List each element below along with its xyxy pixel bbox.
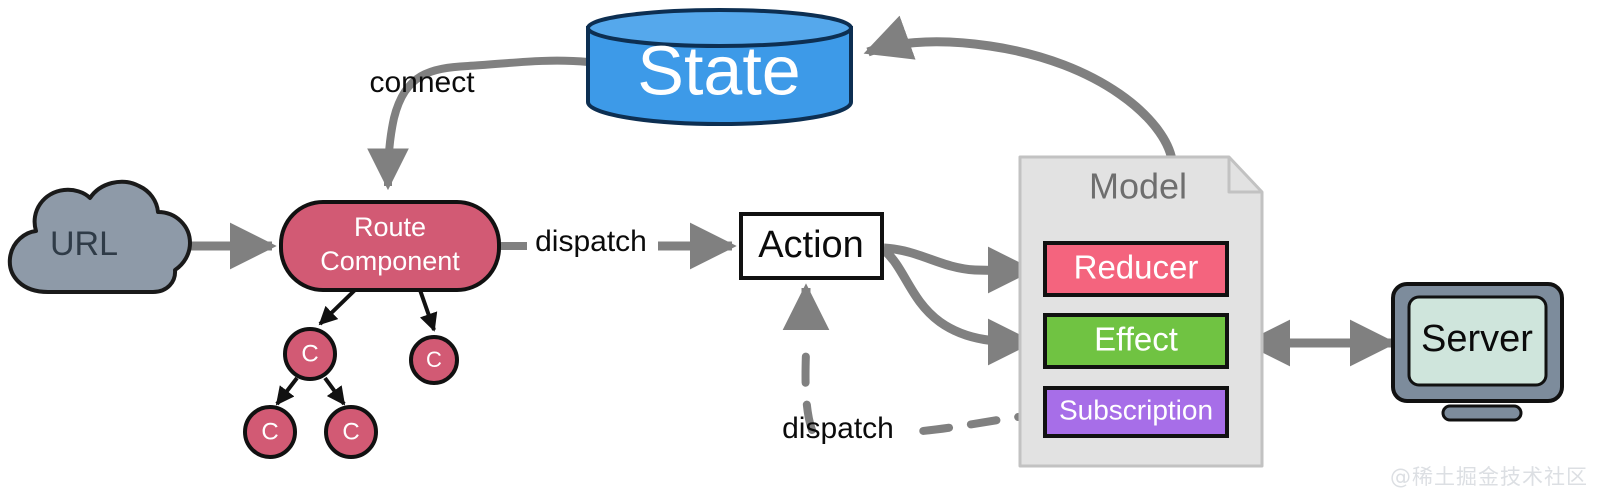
node-route-component-label-line2: Component bbox=[320, 246, 460, 276]
node-effect[interactable]: Effect bbox=[1043, 313, 1229, 369]
node-route-component[interactable]: Route Component bbox=[279, 200, 501, 292]
node-reducer-label: Reducer bbox=[1074, 249, 1199, 286]
node-child-c4-label: C bbox=[342, 418, 359, 445]
node-effect-label: Effect bbox=[1094, 321, 1178, 358]
edge-label-dispatch-top: dispatch bbox=[535, 225, 647, 258]
node-action[interactable]: Action bbox=[739, 212, 884, 280]
node-child-c3-label: C bbox=[261, 418, 278, 445]
node-action-label: Action bbox=[758, 224, 864, 266]
edge-route-to-children bbox=[275, 288, 438, 406]
node-child-c2[interactable]: C bbox=[409, 335, 459, 385]
edge-label-dispatch-bottom: dispatch bbox=[782, 412, 894, 445]
node-child-c2-label: C bbox=[426, 347, 442, 372]
node-route-component-label-line1: Route bbox=[354, 212, 426, 242]
node-child-c3[interactable]: C bbox=[243, 405, 297, 459]
node-model-label: Model bbox=[1089, 166, 1187, 207]
node-child-c1-label: C bbox=[301, 340, 318, 367]
edge-label-connect: connect bbox=[369, 66, 475, 99]
node-subscription[interactable]: Subscription bbox=[1043, 386, 1229, 438]
node-url-label: URL bbox=[50, 225, 118, 263]
node-server[interactable]: Server bbox=[1391, 282, 1564, 422]
node-child-c1[interactable]: C bbox=[283, 327, 337, 381]
node-subscription-label: Subscription bbox=[1059, 394, 1213, 425]
edge-state-to-route-connect bbox=[367, 56, 589, 191]
node-child-c4[interactable]: C bbox=[324, 405, 378, 459]
watermark: @稀土掘金技术社区 bbox=[1390, 465, 1588, 489]
node-model[interactable]: Model Reducer Effect Subscription bbox=[1018, 155, 1264, 468]
node-state[interactable]: State bbox=[586, 8, 853, 127]
node-reducer[interactable]: Reducer bbox=[1043, 241, 1229, 297]
edge-action-to-effect bbox=[880, 246, 1035, 366]
edge-action-to-reducer bbox=[883, 243, 1035, 294]
node-url[interactable]: URL bbox=[7, 179, 192, 294]
node-state-label: State bbox=[637, 31, 800, 109]
edge-model-to-state bbox=[863, 15, 1177, 162]
node-server-label: Server bbox=[1421, 318, 1533, 360]
